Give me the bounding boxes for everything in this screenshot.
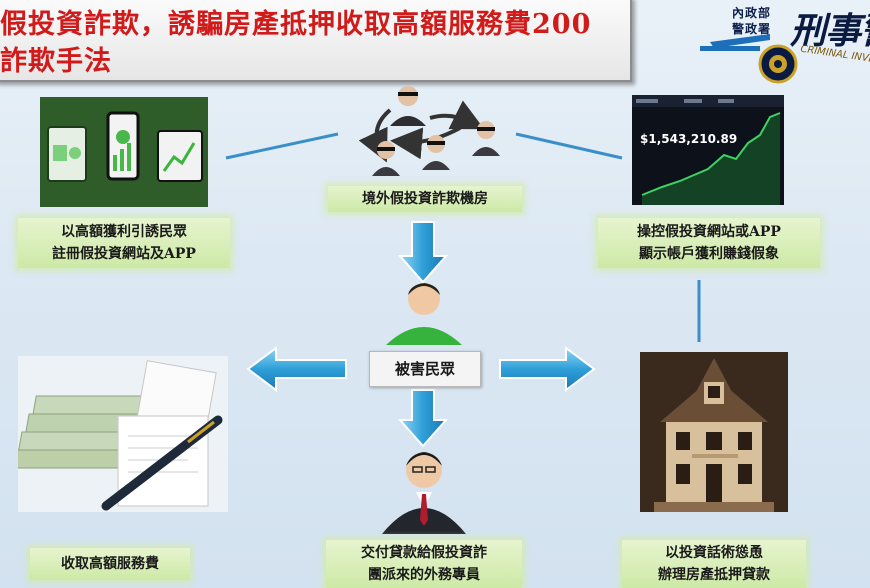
loan-line-2: 團派來的外務專員 — [368, 567, 480, 583]
loan-label: 交付貸款給假投資詐 團派來的外務專員 — [326, 540, 522, 588]
victim-figure — [372, 275, 476, 345]
title-line-2: 詐欺手法 — [0, 46, 112, 77]
lure-label: 以高額獲利引誘民眾 註冊假投資網站及APP — [18, 218, 230, 268]
fake-profit-chart-screen — [632, 95, 784, 205]
manipulate-line-2: 顯示帳戶獲利賺錢假象 — [639, 246, 779, 262]
logo-org-line-1: 內政部 — [732, 6, 772, 20]
house-model-illustration — [640, 352, 788, 512]
scam-center-illustration — [350, 82, 512, 182]
fee-label: 收取高額服務費 — [30, 548, 190, 580]
investment-app-illustration — [40, 97, 208, 207]
mortgage-line-1: 以投資話術慫恿 — [665, 545, 763, 561]
police-logo — [700, 0, 870, 98]
logo-org-line-2: 警政署 — [732, 22, 772, 36]
victim-label: 被害民眾 — [369, 351, 481, 387]
loan-line-1: 交付貸款給假投資詐 — [361, 545, 487, 561]
mortgage-label: 以投資話術慫恿 辦理房產抵押貸款 — [622, 540, 806, 588]
cash-and-contract-illustration — [18, 356, 228, 512]
agent-figure — [374, 442, 474, 534]
manipulate-line-1: 操控假投資網站或APP — [637, 224, 781, 240]
title-banner: 假投資詐欺，誘騙房產抵押收取高額服務費200 詐欺手法 — [0, 0, 632, 82]
manipulate-label: 操控假投資網站或APP 顯示帳戶獲利賺錢假象 — [598, 218, 820, 268]
mortgage-line-2: 辦理房產抵押貸款 — [658, 567, 770, 583]
lure-line-1: 以高額獲利引誘民眾 — [61, 224, 187, 240]
logo-main-text: 刑事警 — [790, 11, 870, 52]
chart-amount: $1,543,210.89 — [640, 132, 738, 146]
lure-line-2: 註冊假投資網站及APP — [52, 246, 196, 262]
scam-center-label: 境外假投資詐欺機房 — [328, 186, 522, 212]
title-line-1: 假投資詐欺，誘騙房產抵押收取高額服務費200 — [0, 9, 592, 40]
